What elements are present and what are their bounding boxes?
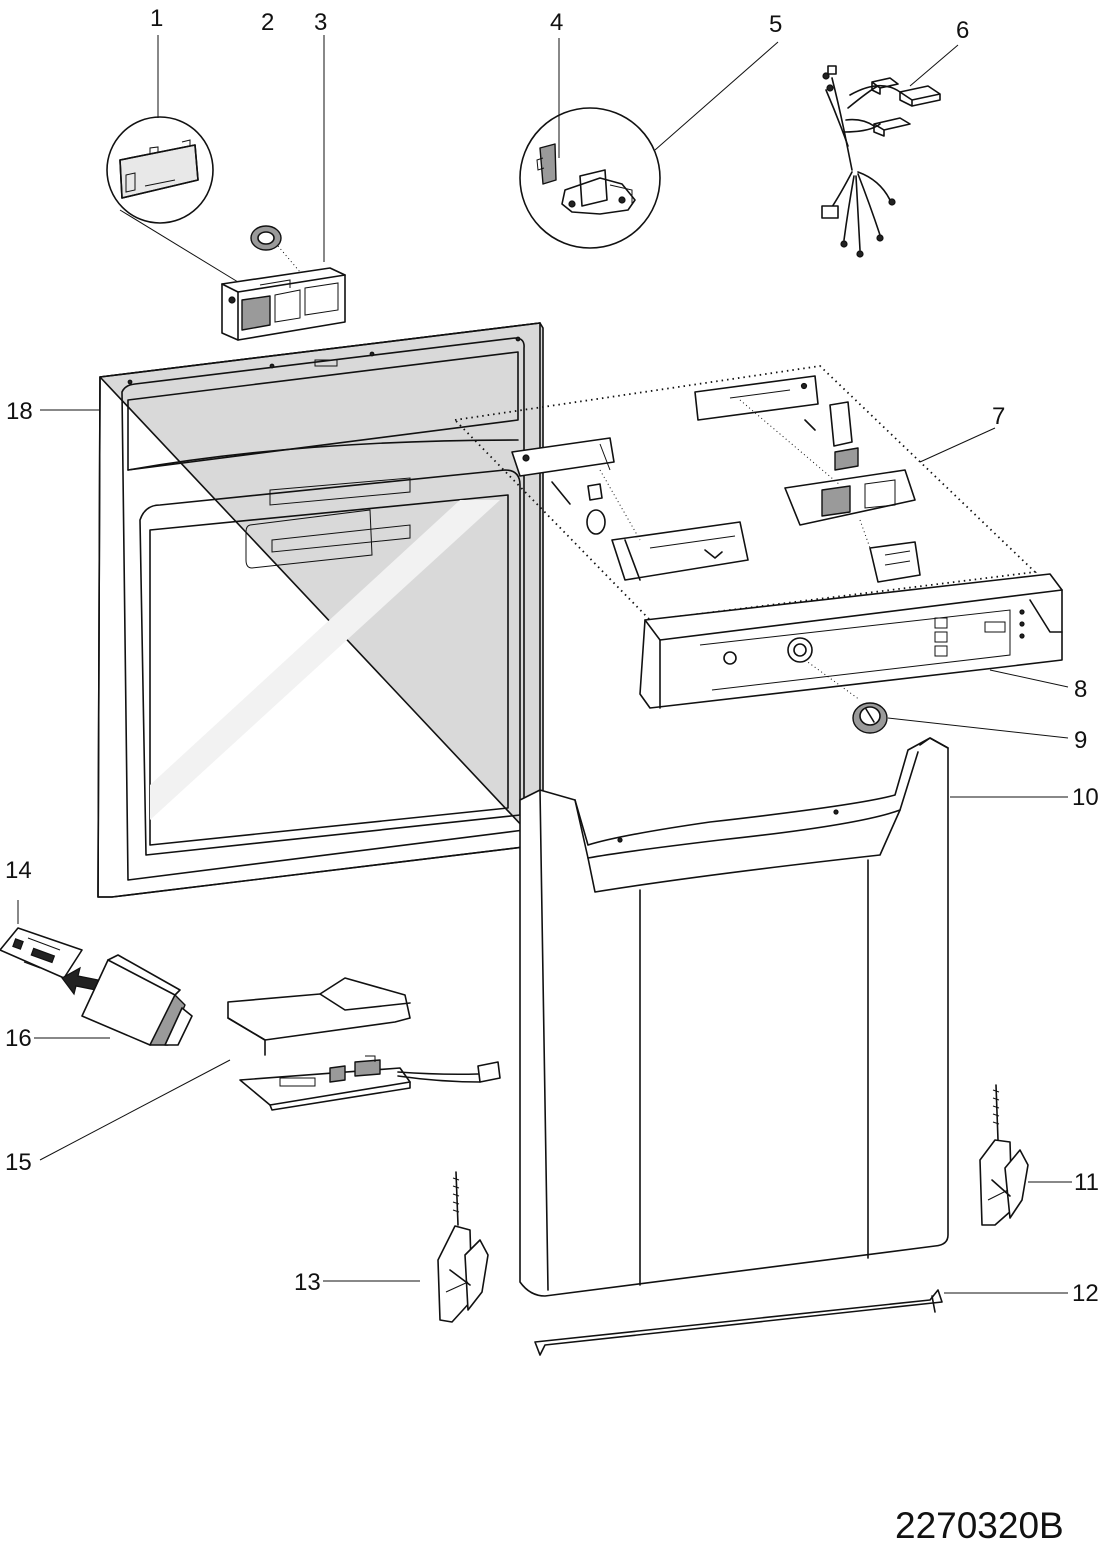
outer-door-front [519, 737, 1068, 1297]
callout-18: 18 [6, 398, 33, 425]
pcb-assembly [39, 977, 501, 1161]
callout-9: 9 [1074, 727, 1087, 754]
callout-5: 5 [769, 11, 782, 38]
callout-labels: 1 2 3 4 5 6 7 8 9 10 11 12 13 14 15 16 1… [5, 5, 1099, 1307]
callout-4: 4 [550, 9, 563, 36]
callout-10: 10 [1072, 784, 1099, 811]
control-panel-fascia [639, 573, 1069, 709]
drawing-code: 2270320B [895, 1505, 1064, 1546]
callout-15: 15 [5, 1149, 32, 1176]
callout-6: 6 [956, 17, 969, 44]
door-switch-detail [519, 107, 661, 249]
callout-3: 3 [314, 9, 327, 36]
clip-detail [106, 116, 239, 283]
leader-lines [40, 35, 959, 411]
callout-11: 11 [1074, 1169, 1099, 1196]
bottom-rod [534, 1289, 1068, 1356]
hinge-left [323, 1171, 489, 1323]
inner-door-panel [97, 322, 544, 898]
callout-14: 14 [5, 857, 32, 884]
electronics-group [453, 365, 1037, 621]
control-knob [852, 702, 1069, 739]
callout-7: 7 [992, 403, 1005, 430]
callout-1: 1 [150, 5, 163, 32]
door-lock-block [221, 267, 346, 341]
callout-13: 13 [294, 1269, 321, 1296]
rating-label [0, 900, 83, 979]
hinge-right [979, 1084, 1072, 1226]
wiring-harness [821, 65, 941, 258]
callout-2: 2 [261, 9, 274, 36]
callout-8: 8 [1074, 676, 1087, 703]
callout-16: 16 [5, 1025, 32, 1052]
round-seal [250, 225, 301, 273]
callout-12: 12 [1072, 1280, 1099, 1307]
cartridge [34, 954, 193, 1046]
